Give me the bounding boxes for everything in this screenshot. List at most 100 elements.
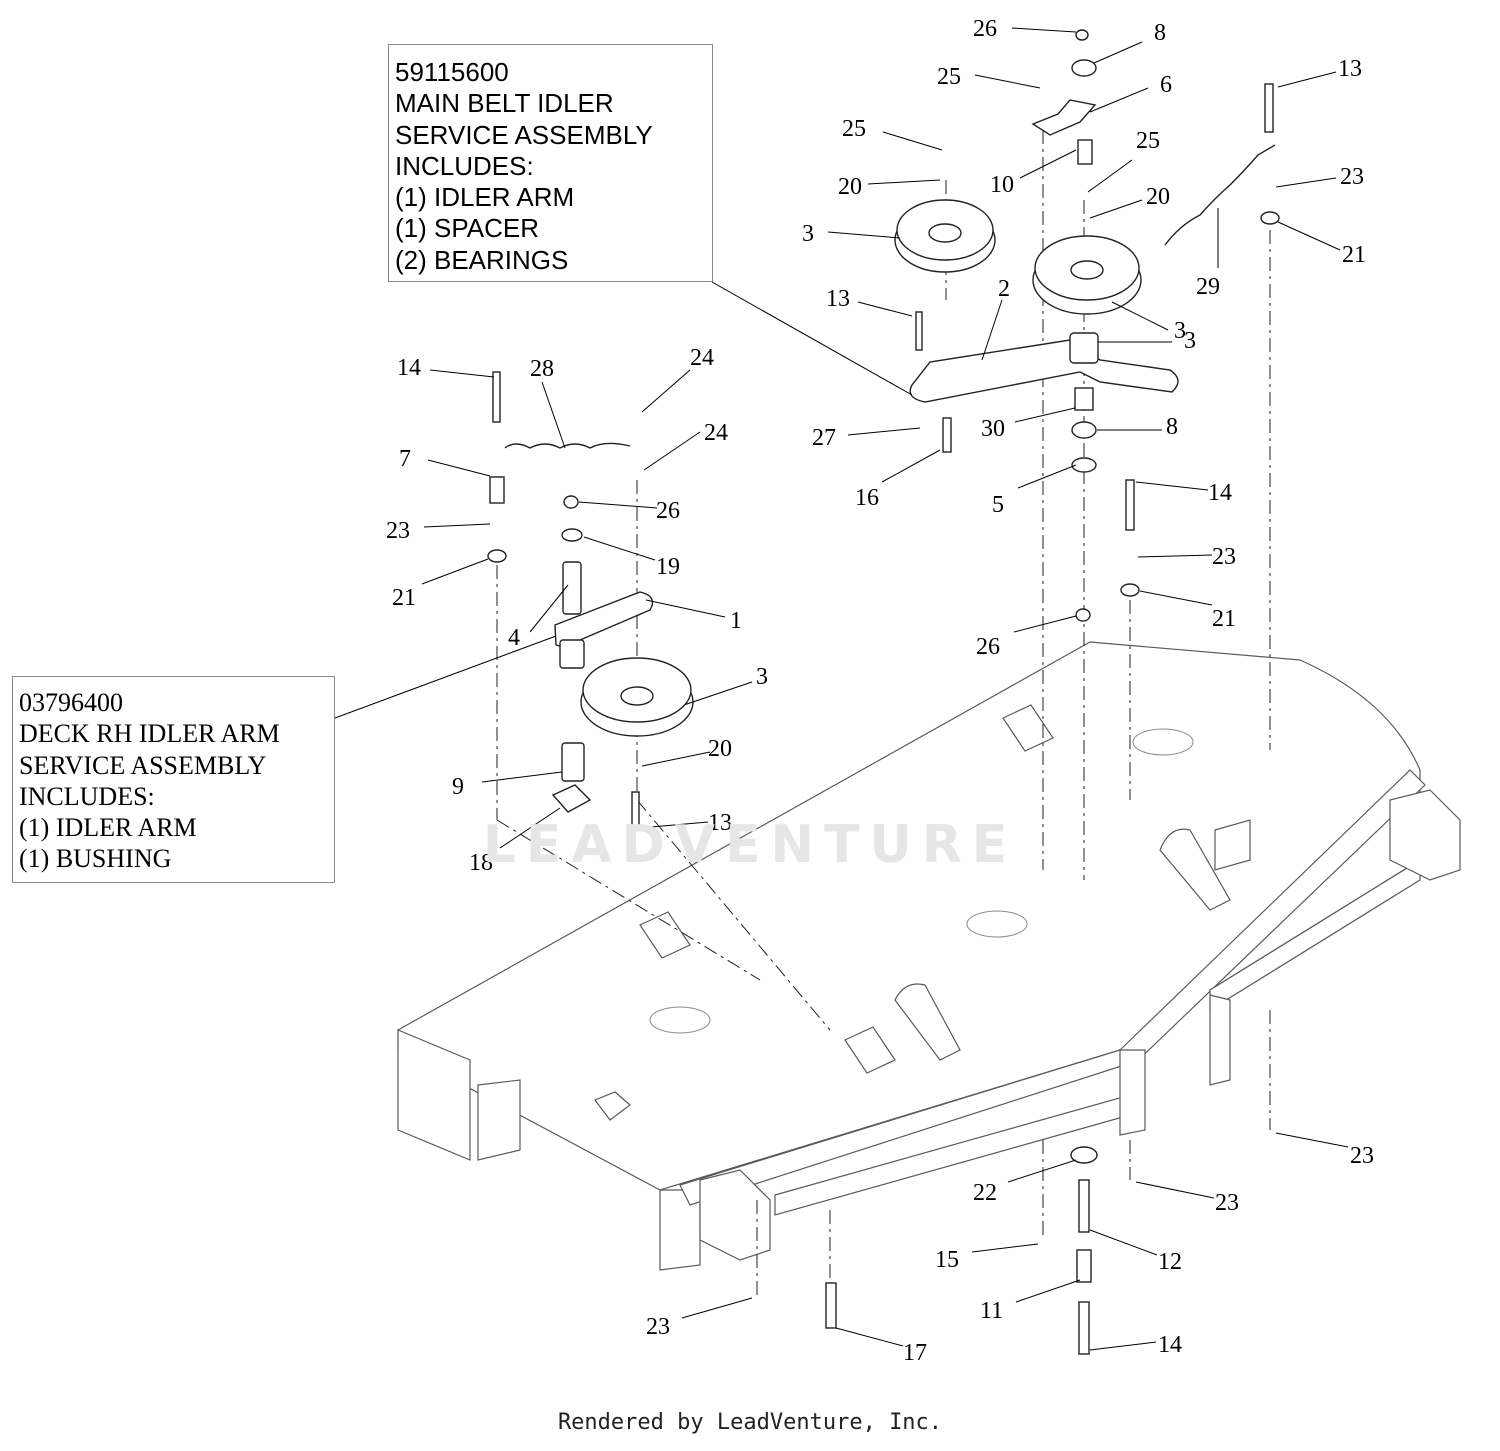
washer-21-left [487, 549, 507, 563]
nut-26-left [563, 495, 579, 509]
part-label: 12 [1158, 1249, 1182, 1275]
bolt-14-left [492, 371, 501, 423]
spring-28 [504, 442, 631, 449]
part-label: 17 [903, 1340, 927, 1366]
pulley-rh-idler [580, 657, 694, 737]
spacer [1069, 332, 1099, 364]
part-label: 13 [1338, 56, 1362, 82]
pin-17 [825, 1282, 837, 1329]
part-labels: 26 8 25 6 13 25 20 10 25 20 23 3 21 29 1… [386, 16, 1374, 1366]
part-label: 22 [973, 1180, 997, 1206]
callout-line: INCLUDES: [19, 781, 155, 811]
pin-12 [1078, 1179, 1090, 1233]
part-label: 21 [1342, 242, 1366, 268]
part-label: 19 [656, 554, 680, 580]
bushing-9 [561, 742, 585, 782]
part-label: 13 [708, 810, 732, 836]
spacer-4 [562, 561, 582, 615]
callout-line: (1) BUSHING [19, 844, 172, 874]
callout-part-number: 03796400 [19, 688, 123, 717]
part-label: 16 [855, 485, 879, 511]
part-label: 27 [812, 425, 836, 451]
part-label: 5 [992, 492, 1004, 518]
callout-line: (2) BEARINGS [395, 244, 569, 275]
part-label: 23 [1212, 544, 1236, 570]
bolt-13-left [915, 311, 923, 351]
washer-8-top [1071, 59, 1097, 77]
part-label: 11 [980, 1298, 1003, 1324]
washer-21-right [1120, 583, 1140, 597]
part-label: 8 [1166, 414, 1178, 440]
part-label: 29 [1196, 274, 1220, 300]
part-label: 6 [1160, 72, 1172, 98]
bushing-10 [1077, 139, 1093, 165]
callout-line: DECK RH IDLER ARM [19, 719, 280, 749]
pulley-upper-left [894, 199, 996, 273]
part-label: 24 [690, 345, 714, 371]
part-label: 18 [469, 850, 493, 876]
spacer-7 [489, 476, 505, 504]
part-label: 14 [397, 355, 421, 381]
callout-line: MAIN BELT IDLER [395, 88, 614, 119]
part-label: 13 [826, 286, 850, 312]
part-label: 23 [386, 518, 410, 544]
part-label: 20 [708, 736, 732, 762]
part-label: 14 [1158, 1332, 1182, 1358]
callout-line: (1) SPACER [395, 213, 539, 244]
main-belt-idler-callout: 59115600 MAIN BELT IDLER SERVICE ASSEMBL… [388, 44, 713, 282]
part-label: 3 [802, 221, 814, 247]
pin-16 [942, 417, 952, 453]
callout-part-number: 59115600 [395, 57, 509, 87]
part-label: 20 [838, 174, 862, 200]
plate-6 [1031, 99, 1097, 136]
washer-22 [1070, 1146, 1098, 1164]
callout-line: SERVICE ASSEMBLY [19, 750, 267, 780]
part-label: 24 [704, 420, 728, 446]
part-label: 23 [1215, 1190, 1239, 1216]
callout-line: SERVICE ASSEMBLY [395, 119, 653, 150]
rh-idler-bushing [559, 639, 585, 669]
watermark-text: LEADVENTURE [482, 815, 1018, 875]
part-label: 23 [646, 1314, 670, 1340]
callout-line: INCLUDES: [395, 150, 534, 181]
rh-idler-arm-callout: 03796400 DECK RH IDLER ARM SERVICE ASSEM… [12, 676, 335, 883]
mower-deck [397, 641, 1461, 1271]
part-label: 20 [1146, 184, 1170, 210]
part-label: 25 [937, 64, 961, 90]
part-label: 26 [973, 16, 997, 42]
part-label: 21 [1212, 606, 1236, 632]
part-label: 1 [730, 608, 742, 634]
pulley-upper-right [1032, 235, 1142, 315]
part-label: 3 [1184, 328, 1196, 354]
part-label: 15 [935, 1247, 959, 1273]
part-label: 3 [756, 664, 768, 690]
washer-8-mid [1071, 421, 1097, 439]
spacer-30 [1074, 387, 1094, 411]
parts [487, 29, 1280, 1355]
part-label: 3 [1174, 318, 1186, 344]
washer-5 [1071, 457, 1097, 473]
part-label: 9 [452, 774, 464, 800]
callout-line: (1) IDLER ARM [19, 813, 197, 843]
part-label: 23 [1340, 164, 1364, 190]
main-idler-arm [909, 339, 1179, 403]
part-label: 23 [1350, 1143, 1374, 1169]
footer-credit: Rendered by LeadVenture, Inc. [557, 1410, 943, 1435]
part-label: 10 [990, 172, 1014, 198]
part-label: 14 [1208, 480, 1232, 506]
part-label: 30 [981, 416, 1005, 442]
callout-line: (1) IDLER ARM [395, 182, 575, 213]
bolt-14-right [1125, 479, 1135, 531]
part-label: 7 [399, 446, 411, 472]
part-label: 26 [656, 498, 680, 524]
washer-21-top [1260, 211, 1280, 225]
part-label: 21 [392, 585, 416, 611]
pin-14-lower [1078, 1301, 1090, 1355]
leader-lines [334, 27, 1349, 1351]
nut-26-mid [1075, 608, 1091, 622]
part-label: 28 [530, 356, 554, 382]
bushing-11 [1076, 1249, 1092, 1283]
bolt-13-upper [1264, 83, 1274, 133]
part-label: 2 [998, 276, 1010, 302]
